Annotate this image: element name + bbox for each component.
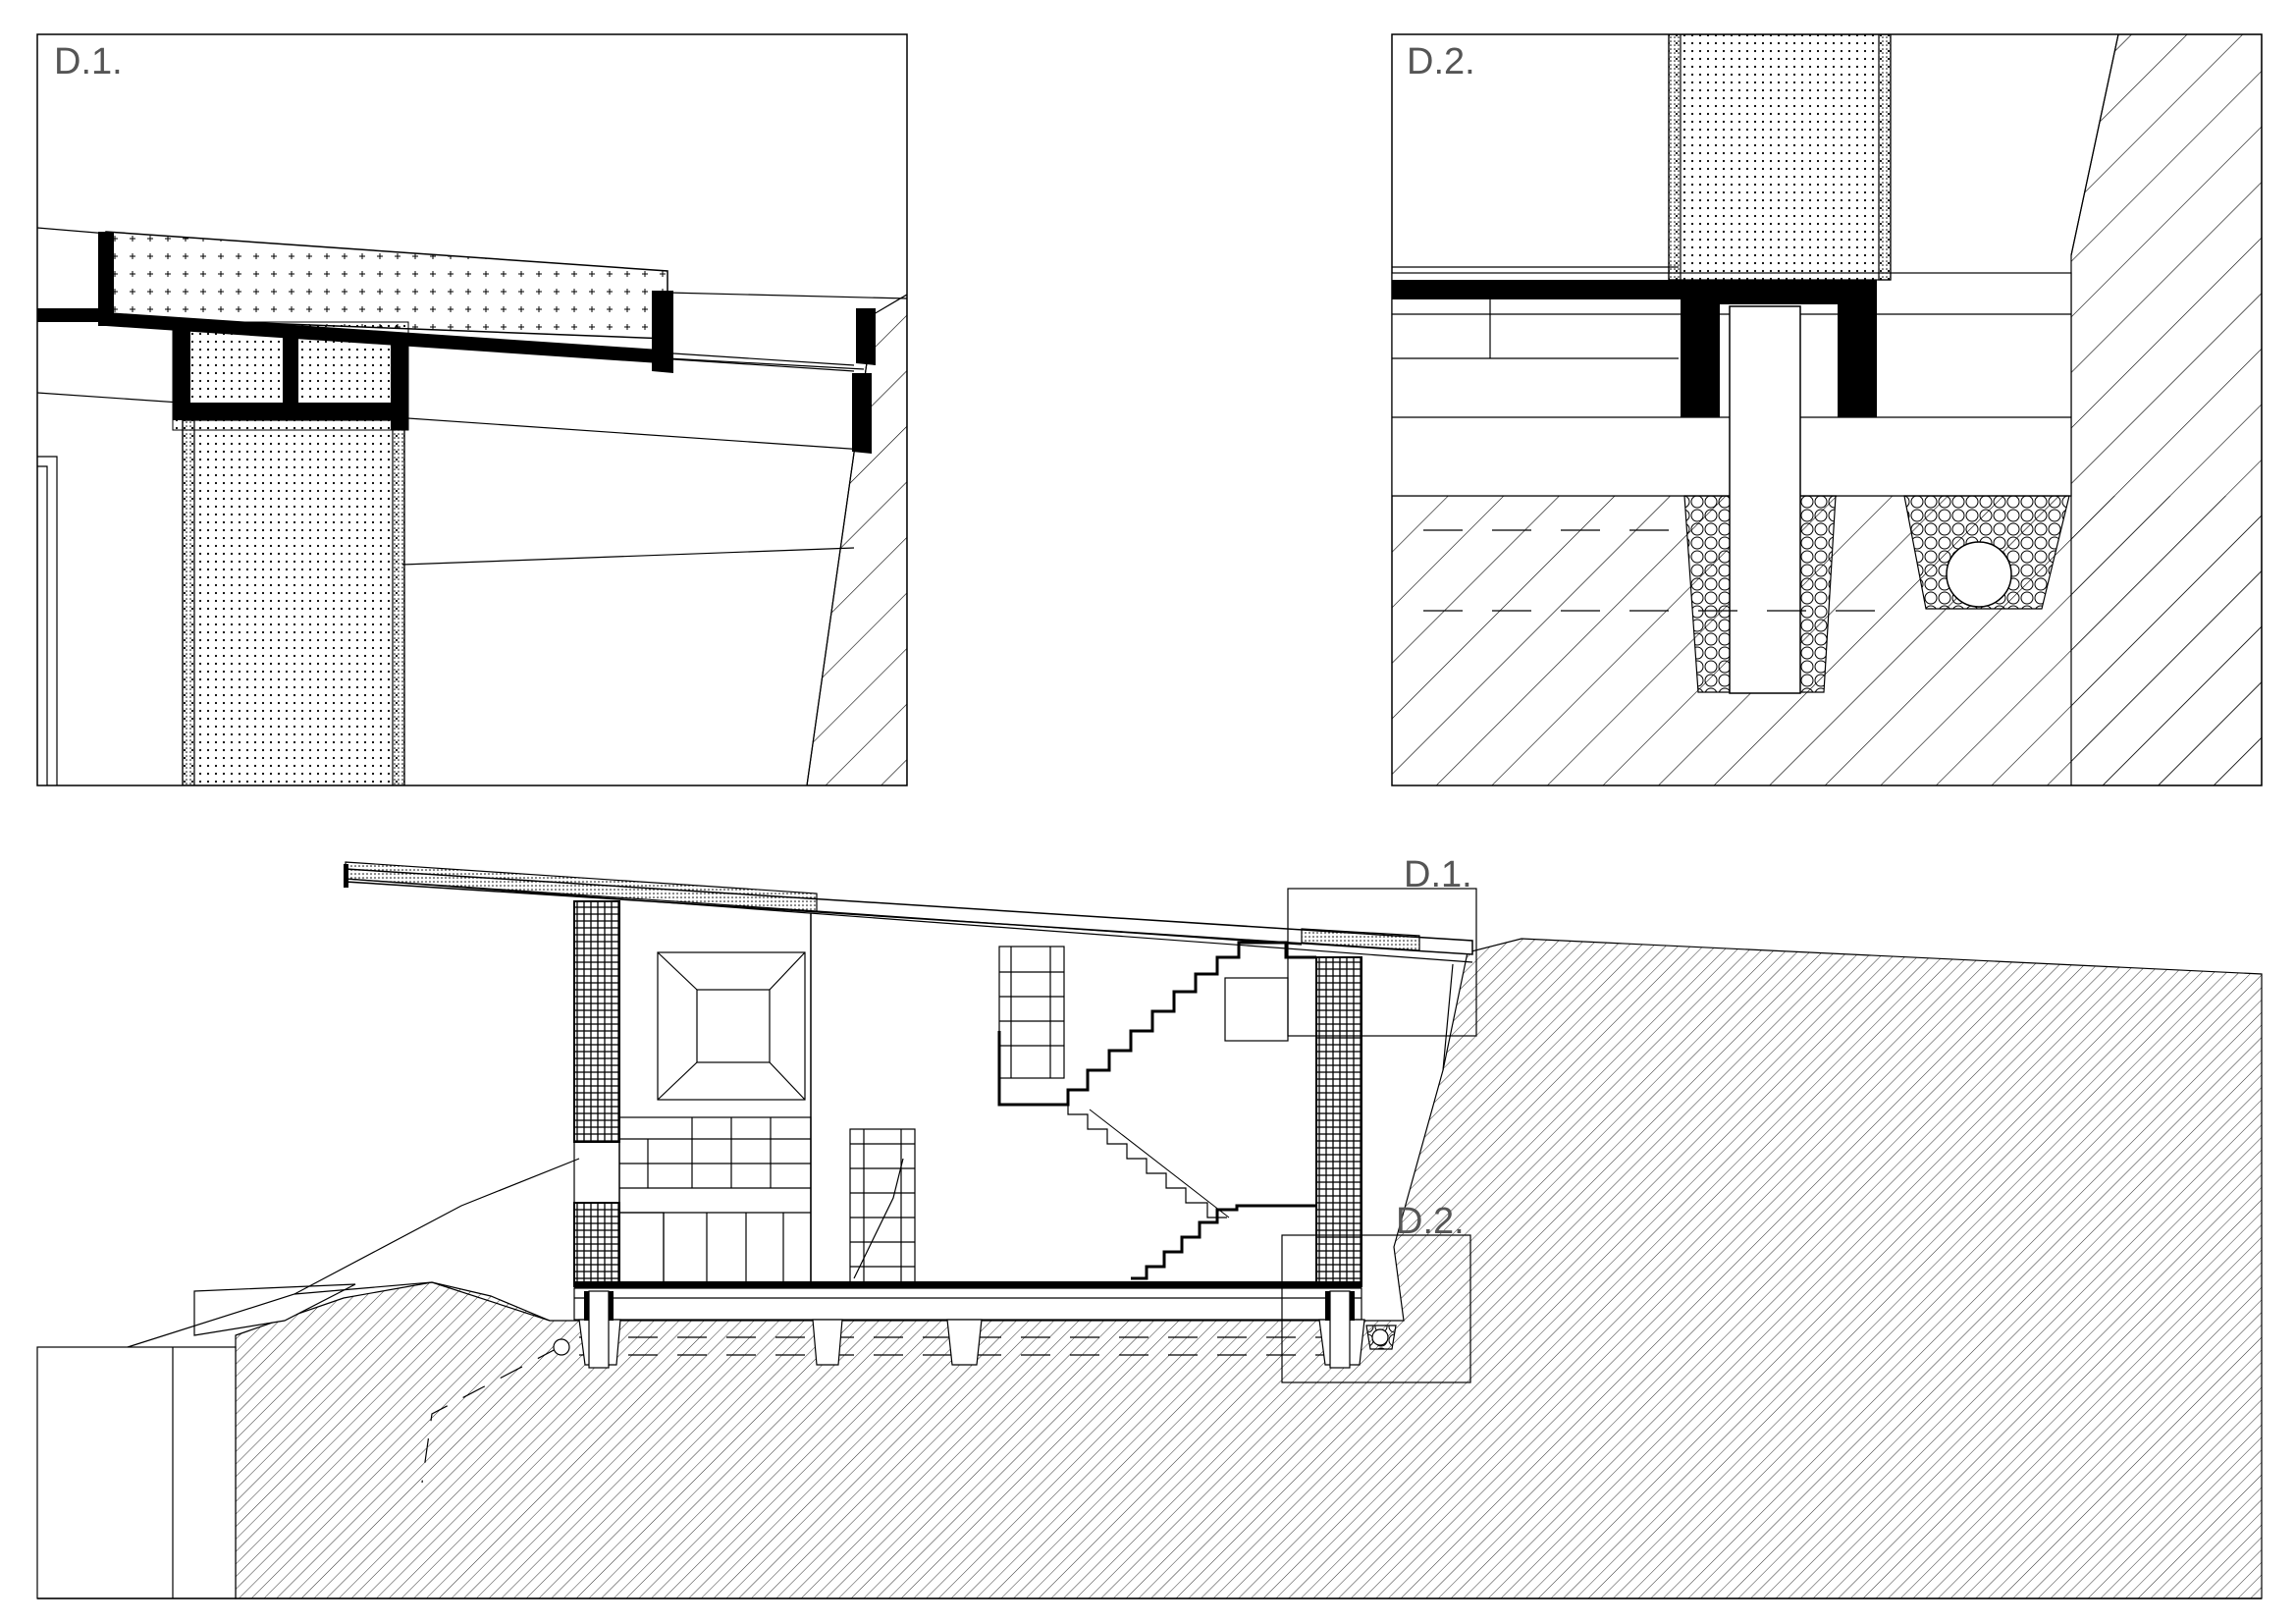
callout-label-d1: D.1. <box>1404 854 1472 895</box>
retaining-wall <box>36 1346 237 1599</box>
callout-box-d2 <box>1281 1234 1471 1383</box>
detail-2-label: D.2. <box>1407 41 1475 82</box>
callout-label-d2: D.2. <box>1396 1201 1465 1242</box>
landing-stair <box>1131 1204 1316 1280</box>
callout-box-d1 <box>1287 888 1477 1037</box>
right-column <box>1315 956 1362 1287</box>
door <box>849 1128 916 1285</box>
floor-slab <box>573 1287 1362 1321</box>
detail-2-panel: D.2. <box>1391 33 2263 786</box>
shelving <box>618 1116 812 1287</box>
lower-stair <box>1067 1105 1227 1218</box>
building-section: D.1. D.2. <box>36 854 2263 1599</box>
column-section <box>1668 34 1892 281</box>
detail-1-panel: D.1. <box>36 33 908 786</box>
ground-hatch <box>235 938 2263 1599</box>
upper-window <box>998 946 1289 1079</box>
piles <box>578 1290 1397 1369</box>
column-section <box>182 419 405 785</box>
upper-stair <box>997 941 1316 1107</box>
left-column <box>573 900 620 1143</box>
drain-pipe <box>1946 541 2012 608</box>
detail-1-label: D.1. <box>54 41 123 82</box>
